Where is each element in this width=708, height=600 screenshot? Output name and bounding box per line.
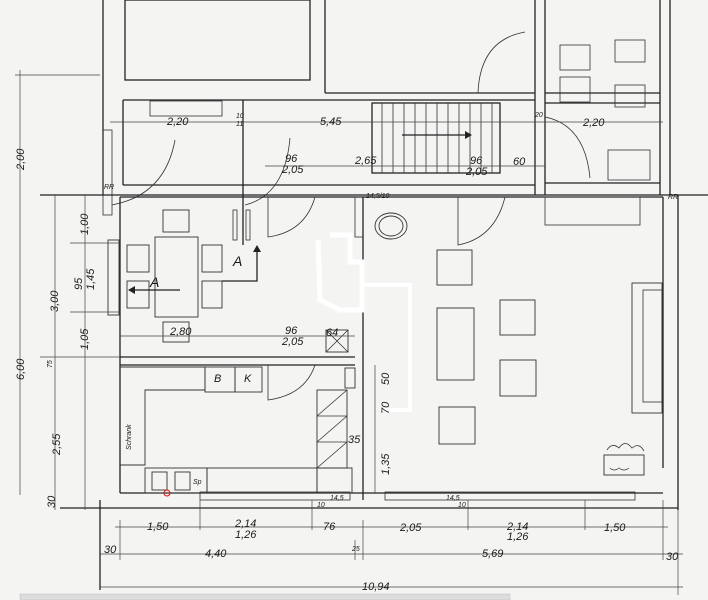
upper-closet <box>124 0 311 81</box>
horizontal-scrollbar[interactable] <box>19 593 511 600</box>
dim-label: 76 <box>323 521 336 533</box>
dim-label: 2,05 <box>281 336 304 348</box>
dim-label: 2,05 <box>281 164 304 176</box>
dim-label: 11 <box>236 121 243 128</box>
dim-label: 2,80 <box>169 326 192 338</box>
main-walls <box>40 194 708 590</box>
dim-label: 95 <box>73 277 85 290</box>
section-arrow-a2 <box>222 252 258 282</box>
dim-label: 1,26 <box>507 531 529 543</box>
dim-label: 1,50 <box>604 522 626 534</box>
dim-label: 1,00 <box>79 213 91 235</box>
dim-label: 14,5/10 <box>366 193 389 200</box>
left-dimensions: 2,00 6,00 3,00 2,55 30 1,00 95 1,45 1,05… <box>15 148 97 508</box>
dim-label: RR <box>104 184 114 191</box>
staircase <box>371 102 501 174</box>
dim-label: 2,14 <box>506 521 528 533</box>
dim-label: 1,05 <box>79 328 91 350</box>
dim-label: 14,5 <box>446 495 460 502</box>
dim-label: 64 <box>326 327 338 339</box>
dim-label: 1,45 <box>85 268 97 290</box>
dim-label: 2,65 <box>354 155 377 167</box>
dim-label: 5,45 <box>320 116 342 128</box>
dim-label: 2,20 <box>166 116 189 128</box>
dim-label: RR <box>668 194 678 201</box>
dim-label: 50 <box>380 372 392 385</box>
sink-right <box>174 471 191 491</box>
dim-label: 35 <box>348 434 361 446</box>
plant-box <box>603 454 645 476</box>
dim-label: 2,55 <box>51 433 63 456</box>
dim-label: 10 <box>317 502 325 509</box>
dimension-lines <box>15 70 683 595</box>
dim-label: 70 <box>380 401 392 414</box>
dim-label: 20 <box>534 112 543 119</box>
room-label: B <box>214 373 221 385</box>
dim-label: 75 <box>47 360 54 368</box>
room-label: K <box>244 373 252 385</box>
sink-left <box>151 471 168 491</box>
dim-label: 1,50 <box>147 521 169 533</box>
living-area <box>315 232 663 476</box>
dim-label: 1,35 <box>380 453 392 475</box>
bottom-dimensions: 1,50 2,14 1,26 76 2,05 2,14 1,26 1,50 30… <box>104 518 679 593</box>
dim-label: 25 <box>351 546 360 553</box>
room-label: Sp <box>193 479 202 486</box>
dim-label: 10,94 <box>362 581 390 593</box>
dim-label: 30 <box>666 551 679 563</box>
dim-label: 60 <box>513 156 526 168</box>
dim-label: 96 <box>285 153 298 165</box>
dim-label: 10 <box>236 113 244 120</box>
dim-label: 96 <box>470 155 483 167</box>
dim-label: 14,5 <box>330 495 344 502</box>
dim-label: 30 <box>46 495 58 508</box>
upper-rooms <box>102 0 671 245</box>
section-label: A <box>232 253 242 269</box>
dining-table <box>154 236 199 318</box>
dim-label: 2,05 <box>399 522 422 534</box>
section-label: A <box>149 274 159 290</box>
dining-area <box>107 209 408 343</box>
dim-label: 4,40 <box>205 548 227 560</box>
round-plant <box>374 212 408 240</box>
doors <box>267 196 506 401</box>
dim-label: 2,14 <box>234 518 256 530</box>
dim-label: 5,69 <box>482 548 503 560</box>
dim-label: 10 <box>458 502 466 509</box>
kitchen <box>120 329 356 497</box>
dim-label: 30 <box>104 544 117 556</box>
chimney <box>325 329 349 353</box>
room-label: Schrank <box>126 424 133 450</box>
inner-labels: 2,80 96 2,05 64 50 70 35 1,35 B K Schran… <box>104 184 678 509</box>
dim-label: 1,26 <box>235 529 257 541</box>
dim-label: 2,20 <box>582 117 605 129</box>
top-dimensions: 2,20 10 11 5,45 20 2,20 96 2,05 2,65 96 … <box>166 112 605 178</box>
dim-label: 6,00 <box>15 358 27 380</box>
dim-label: 96 <box>285 325 298 337</box>
dim-label: 2,00 <box>15 148 27 171</box>
dim-label: 3,00 <box>49 290 61 312</box>
marker <box>163 489 171 497</box>
dim-label: 2,05 <box>465 166 488 178</box>
